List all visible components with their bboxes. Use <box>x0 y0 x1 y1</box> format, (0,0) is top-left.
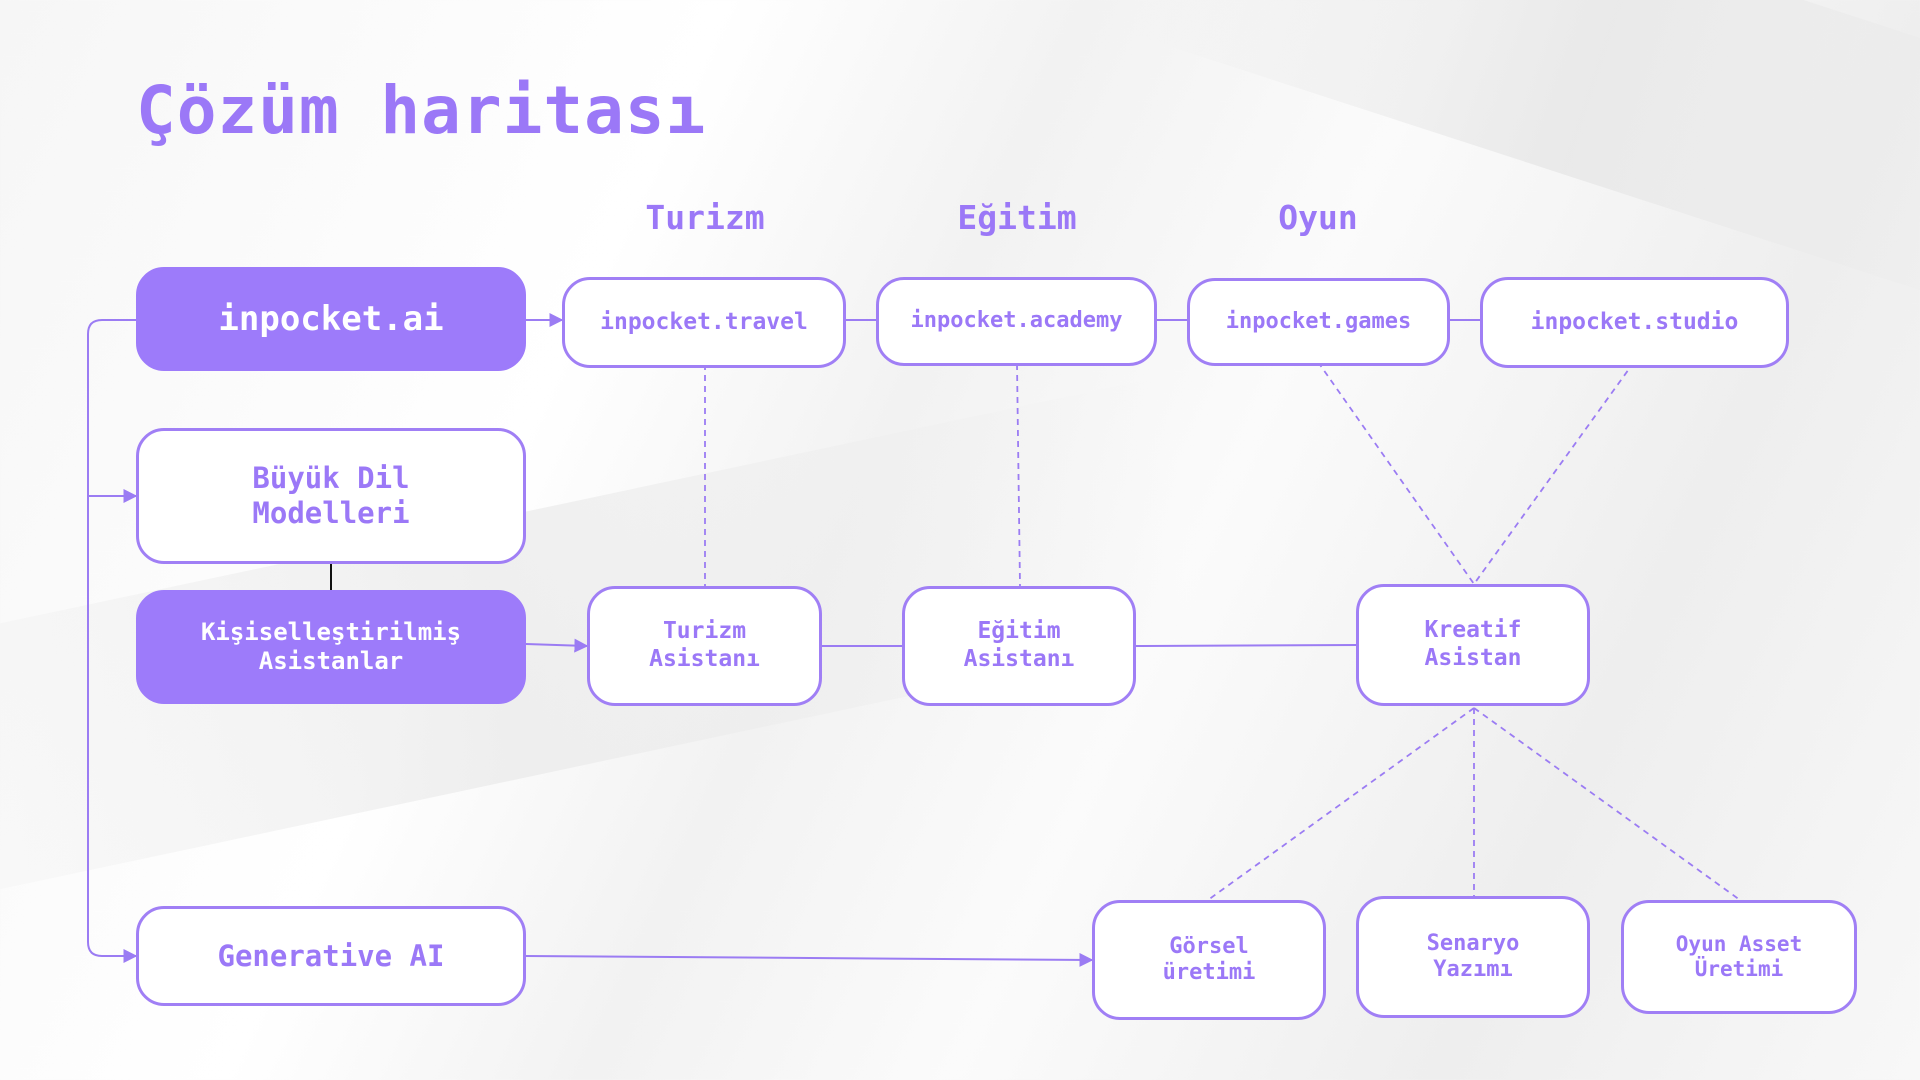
dashed-studio-creative <box>1473 361 1635 585</box>
bracket-line <box>87 319 138 963</box>
inpocket-studio-node: inpocket.studio <box>1480 277 1789 368</box>
dashed-creative-visual <box>1207 707 1475 901</box>
script-writing-node: Senaryo Yazımı <box>1356 896 1590 1018</box>
arrow-assistants-to-tourism <box>525 638 589 653</box>
dashed-academy-education-assistant <box>1016 363 1021 587</box>
link-education-creative <box>1135 644 1359 647</box>
game-asset-production-node: Oyun Asset Üretimi <box>1621 900 1857 1014</box>
category-label-education: Eğitim <box>957 198 1077 237</box>
arrow-genai-to-visual <box>525 952 1094 967</box>
page-title: Çözüm haritası <box>136 72 707 149</box>
dashed-creative-asset <box>1473 707 1741 901</box>
inpocket-academy-node: inpocket.academy <box>876 277 1157 366</box>
personal-assistants-node: Kişiselleştirilmiş Asistanlar <box>136 590 526 704</box>
category-label-tourism: Turizm <box>645 198 765 237</box>
tourism-assistant-node: Turizm Asistanı <box>587 586 822 706</box>
creative-assistant-node: Kreatif Asistan <box>1356 584 1590 706</box>
visual-production-node: Görsel üretimi <box>1092 900 1326 1020</box>
dashed-games-creative <box>1317 361 1475 585</box>
inpocket-travel-node: inpocket.travel <box>562 277 846 368</box>
generative-ai-node: Generative AI <box>136 906 526 1006</box>
inpocket-games-node: inpocket.games <box>1187 278 1450 366</box>
category-label-game: Oyun <box>1278 198 1358 237</box>
inpocket-ai-node: inpocket.ai <box>136 267 526 371</box>
education-assistant-node: Eğitim Asistanı <box>902 586 1136 706</box>
llm-node: Büyük Dil Modelleri <box>136 428 526 564</box>
